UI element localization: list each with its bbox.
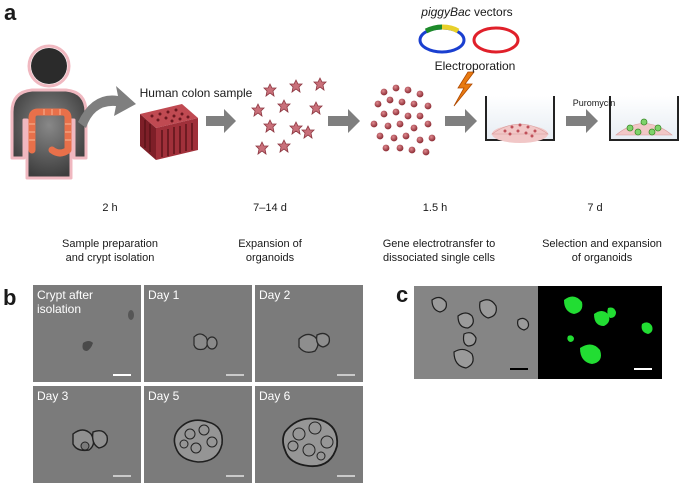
timeline-description: Expansion of organoids <box>238 238 302 264</box>
plasmid-vectors-icon <box>418 24 520 54</box>
lightning-icon <box>453 71 475 107</box>
culture-dish-electroporated-icon <box>485 96 555 143</box>
curved-arrow-icon <box>78 86 136 128</box>
colon-sample-label: Human colon sample <box>139 86 253 100</box>
micrograph-label: Day 2 <box>259 288 291 302</box>
organoid-large-icon <box>173 419 224 463</box>
micrograph-day5: Day 5 <box>144 386 252 483</box>
scale-bar <box>337 475 355 477</box>
vectors-label: piggyBac vectors <box>421 5 513 19</box>
scale-bar <box>337 374 355 376</box>
timeline-duration: 7 d <box>587 202 603 214</box>
micrograph-day2: Day 2 <box>255 285 363 382</box>
panel-c-letter: c <box>396 282 409 307</box>
timeline-description: Sample preparation and crypt isolation <box>61 238 158 264</box>
scale-bar <box>226 374 244 376</box>
isolated-crypts-icon <box>251 77 327 155</box>
panel-a-letter: a <box>4 0 17 25</box>
colon-icon <box>28 108 72 157</box>
scale-bar <box>113 374 131 376</box>
organoids-gfp-icon <box>564 296 653 364</box>
panel-b-letter: b <box>3 285 17 310</box>
micrograph-label: Crypt after isolation <box>37 288 94 316</box>
single-cells-icon <box>370 84 436 156</box>
micrograph-day6: Day 6 <box>255 386 363 483</box>
micrograph-label: Day 1 <box>148 288 180 302</box>
micrograph-crypt-isolation: Crypt after isolation <box>33 285 141 382</box>
organoids-brightfield-icon <box>431 296 530 369</box>
step-arrows <box>206 109 598 133</box>
crypt-debris-icon <box>82 310 134 351</box>
micrograph-label: Day 6 <box>259 389 291 403</box>
scale-bar <box>226 475 244 477</box>
scale-bar <box>634 368 652 370</box>
culture-dish-organoids-icon <box>609 96 679 141</box>
organoid-small-icon <box>193 333 218 351</box>
organoid-small-icon <box>298 332 331 353</box>
workflow-diagram <box>10 24 679 180</box>
organoid-medium-icon <box>72 429 109 452</box>
electroporation-label: Electroporation <box>434 59 516 73</box>
brightfield-image <box>414 286 538 379</box>
micrograph-day3: Day 3 <box>33 386 141 483</box>
scale-bar <box>113 475 131 477</box>
micrograph-label: Day 3 <box>37 389 69 403</box>
timeline-description: Gene electrotransfer to dissociated sing… <box>382 238 496 264</box>
micrograph-label: Day 5 <box>148 389 180 403</box>
scale-bar <box>510 368 528 370</box>
timeline-duration: 1.5 h <box>422 202 448 214</box>
fluorescence-image <box>538 286 662 379</box>
green-organoid-icon <box>626 118 662 136</box>
timeline-description: Selection and expansion of organoids <box>542 238 662 264</box>
micrograph-day1: Day 1 <box>144 285 252 382</box>
colon-tissue-icon <box>140 104 198 160</box>
timeline-duration: 2 h <box>102 202 118 214</box>
timeline-duration: 7–14 d <box>253 202 287 214</box>
human-figure-icon <box>10 44 88 180</box>
puromycin-label: Puromycin <box>572 98 616 108</box>
organoid-large-icon <box>282 417 339 468</box>
